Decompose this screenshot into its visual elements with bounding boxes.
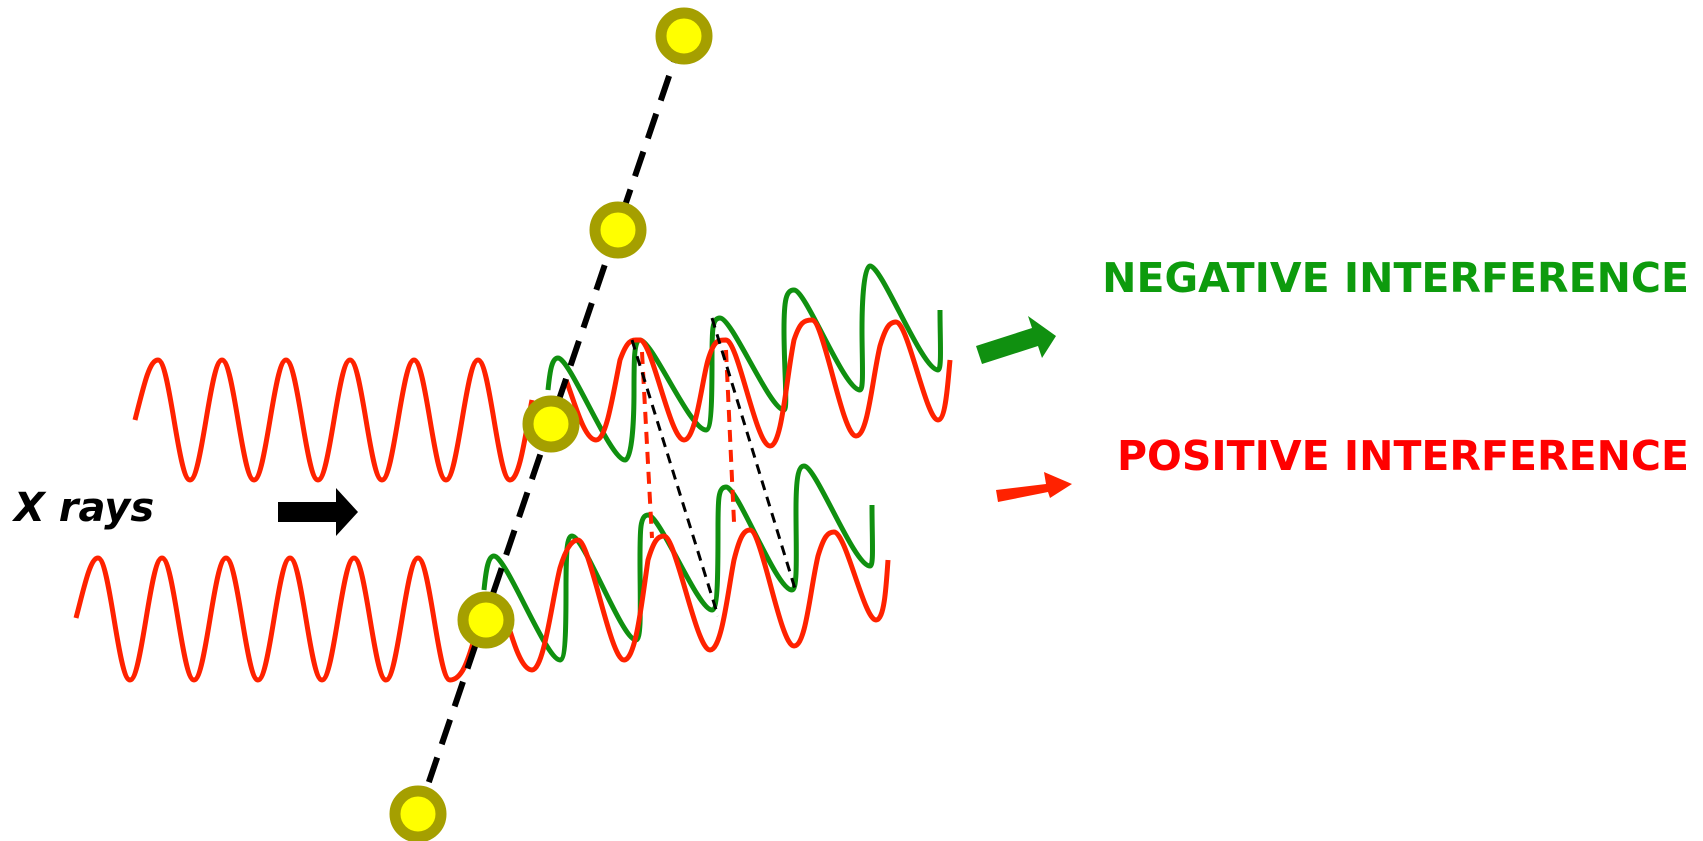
red-wave-lower-out	[497, 527, 891, 673]
x-rays-label: X rays	[14, 485, 155, 531]
positive-arrow-icon	[996, 472, 1072, 502]
black-dashed-guide-2	[710, 317, 798, 593]
atom-3	[522, 395, 580, 453]
atom-4	[457, 591, 515, 649]
atom-5	[389, 785, 447, 841]
red-dashed-guide-1	[640, 351, 654, 539]
black-dashed-guide-1	[630, 339, 720, 617]
incoming-wave-upper	[132, 357, 535, 483]
atom-row	[389, 7, 713, 841]
negative-arrow-icon	[976, 316, 1056, 364]
atom-2	[589, 201, 647, 259]
positive-interference-label: POSITIVE INTERFERENCE	[1116, 432, 1689, 480]
negative-interference-label: NEGATIVE INTERFERENCE	[1102, 254, 1689, 302]
incoming-wave-lower	[73, 555, 477, 683]
red-dashed-guide-2	[724, 349, 736, 523]
green-wave-upper	[545, 263, 943, 463]
green-wave-lower	[481, 463, 875, 663]
red-wave-upper-out	[563, 317, 953, 449]
atom-1	[655, 7, 713, 65]
arrow-right-icon	[278, 488, 358, 536]
